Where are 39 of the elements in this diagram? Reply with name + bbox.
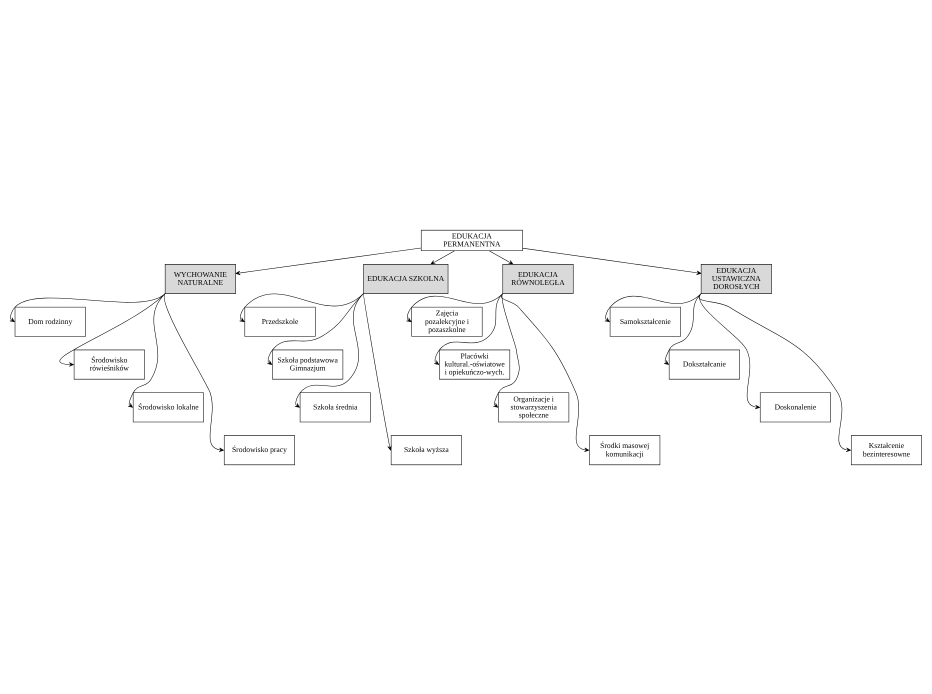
arrow — [698, 292, 851, 452]
arrow — [493, 292, 520, 408]
node-box: EDUKACJA USTAWICZNA DOROSŁYCH — [700, 264, 772, 294]
arrow — [430, 250, 455, 264]
arrow — [522, 247, 702, 274]
node-box: Przedszkole — [244, 306, 316, 336]
arrow — [235, 247, 422, 275]
node-box: EDUKACJA PERMANENTNA — [420, 229, 523, 251]
arrow — [10, 292, 166, 322]
node-box: Dokształcanie — [668, 349, 740, 379]
node-box: Zajęcia pozalekcyjne i pozaszkolne — [411, 306, 482, 336]
node-box: Doskonalenie — [760, 392, 831, 422]
arrow — [363, 292, 392, 450]
arrow — [489, 250, 514, 264]
node-box: Samokształcenie — [610, 306, 681, 336]
node-box: Środki masowej komunikacji — [589, 434, 660, 465]
node-box: Środowisko pracy — [224, 434, 295, 465]
arrow — [500, 292, 590, 452]
arrow — [239, 292, 364, 322]
arrow — [128, 292, 166, 408]
arrow — [699, 292, 760, 409]
arrow — [604, 292, 702, 322]
node-box: Środowisko lokalne — [132, 392, 204, 422]
node-box: Organizacje i stowarzyszenia społeczne — [498, 392, 570, 422]
node-box: WYCHOWANIE NATURALNE — [164, 264, 236, 294]
node-box: EDUKACJA RÓWNOLEGŁA — [502, 264, 574, 294]
arrow — [294, 292, 364, 408]
node-box: Środowisko rówieśników — [74, 349, 145, 379]
node-box: Placówki kultural.-oświatowe i opiekuńczo-wych. — [439, 349, 510, 379]
node-box: EDUKACJA SZKOLNA — [363, 264, 448, 294]
arrow — [406, 292, 504, 322]
node-box: Szkoła podstawowa Gimnazjum — [272, 349, 344, 379]
node-box: Szkoła średnia — [300, 392, 371, 422]
node-box: Dom rodzinny — [14, 306, 86, 336]
arrow — [434, 292, 504, 364]
node-box: Kształcenie bezinteresowne — [850, 434, 922, 465]
arrow — [664, 292, 702, 364]
arrow — [164, 292, 224, 452]
node-box: Szkoła wyższa — [390, 434, 462, 465]
